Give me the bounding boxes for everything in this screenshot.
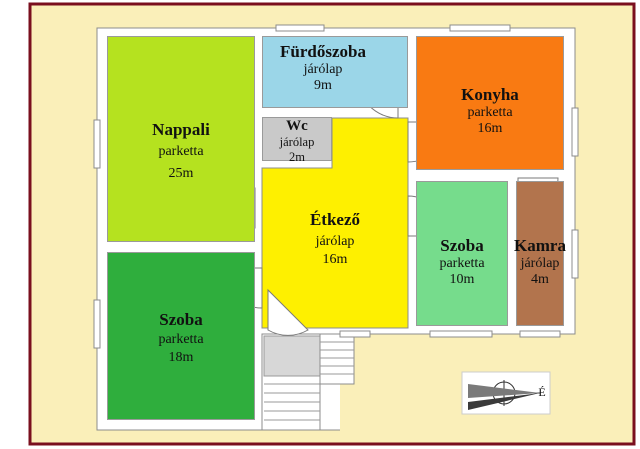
room-name: Wc — [286, 118, 308, 134]
room-name: Szoba — [440, 236, 484, 255]
room-area: 16m — [477, 120, 503, 136]
door-staircase — [267, 288, 309, 336]
room-area: 10m — [449, 271, 475, 287]
room-area: 18m — [168, 349, 194, 365]
room-floor: járólap — [303, 61, 343, 77]
compass-label: É — [538, 385, 546, 399]
room-area: 16m — [322, 251, 348, 267]
room-floor: járólap — [520, 255, 560, 271]
label-szoba-large: Szoba parketta 18m — [107, 310, 255, 366]
windows — [93, 24, 579, 349]
room-floor: járólap — [315, 233, 355, 249]
label-nappali: Nappali parketta 25m — [107, 120, 255, 182]
room-szoba-small — [416, 181, 508, 326]
label-kamra: Kamra járólap 4m — [508, 236, 572, 288]
room-nappali — [107, 36, 255, 242]
room-area: 25m — [168, 165, 194, 181]
label-furdoszoba: Fürdőszoba járólap 9m — [250, 42, 396, 94]
label-szoba-small: Szoba parketta 10m — [416, 236, 508, 288]
room-name: Kamra — [514, 236, 566, 255]
room-floor: parketta — [158, 331, 204, 347]
room-floor: parketta — [467, 104, 513, 120]
room-floor: járólap — [279, 135, 315, 150]
room-name: Fürdőszoba — [280, 42, 366, 61]
room-floor: parketta — [439, 255, 485, 271]
staircase — [261, 333, 355, 431]
room-area: 4m — [531, 271, 549, 287]
compass-icon — [461, 371, 551, 415]
room-floor: parketta — [158, 143, 204, 159]
room-name: Étkező — [309, 210, 361, 229]
room-name: Nappali — [152, 120, 210, 139]
room-area: 2m — [289, 149, 305, 164]
label-wc: Wc járólap 2m — [262, 118, 332, 164]
room-name: Konyha — [461, 85, 519, 104]
room-etkezo — [261, 117, 409, 329]
room-name: Szoba — [159, 310, 203, 329]
room-furdoszoba — [262, 36, 408, 108]
room-area: 9m — [314, 77, 332, 93]
label-konyha: Konyha parketta 16m — [416, 85, 564, 137]
label-etkezo: Étkező járólap 16m — [272, 210, 398, 268]
room-szoba-large — [107, 252, 255, 420]
room-kamra — [516, 181, 564, 326]
room-konyha — [416, 36, 564, 170]
room-wc — [262, 117, 332, 161]
